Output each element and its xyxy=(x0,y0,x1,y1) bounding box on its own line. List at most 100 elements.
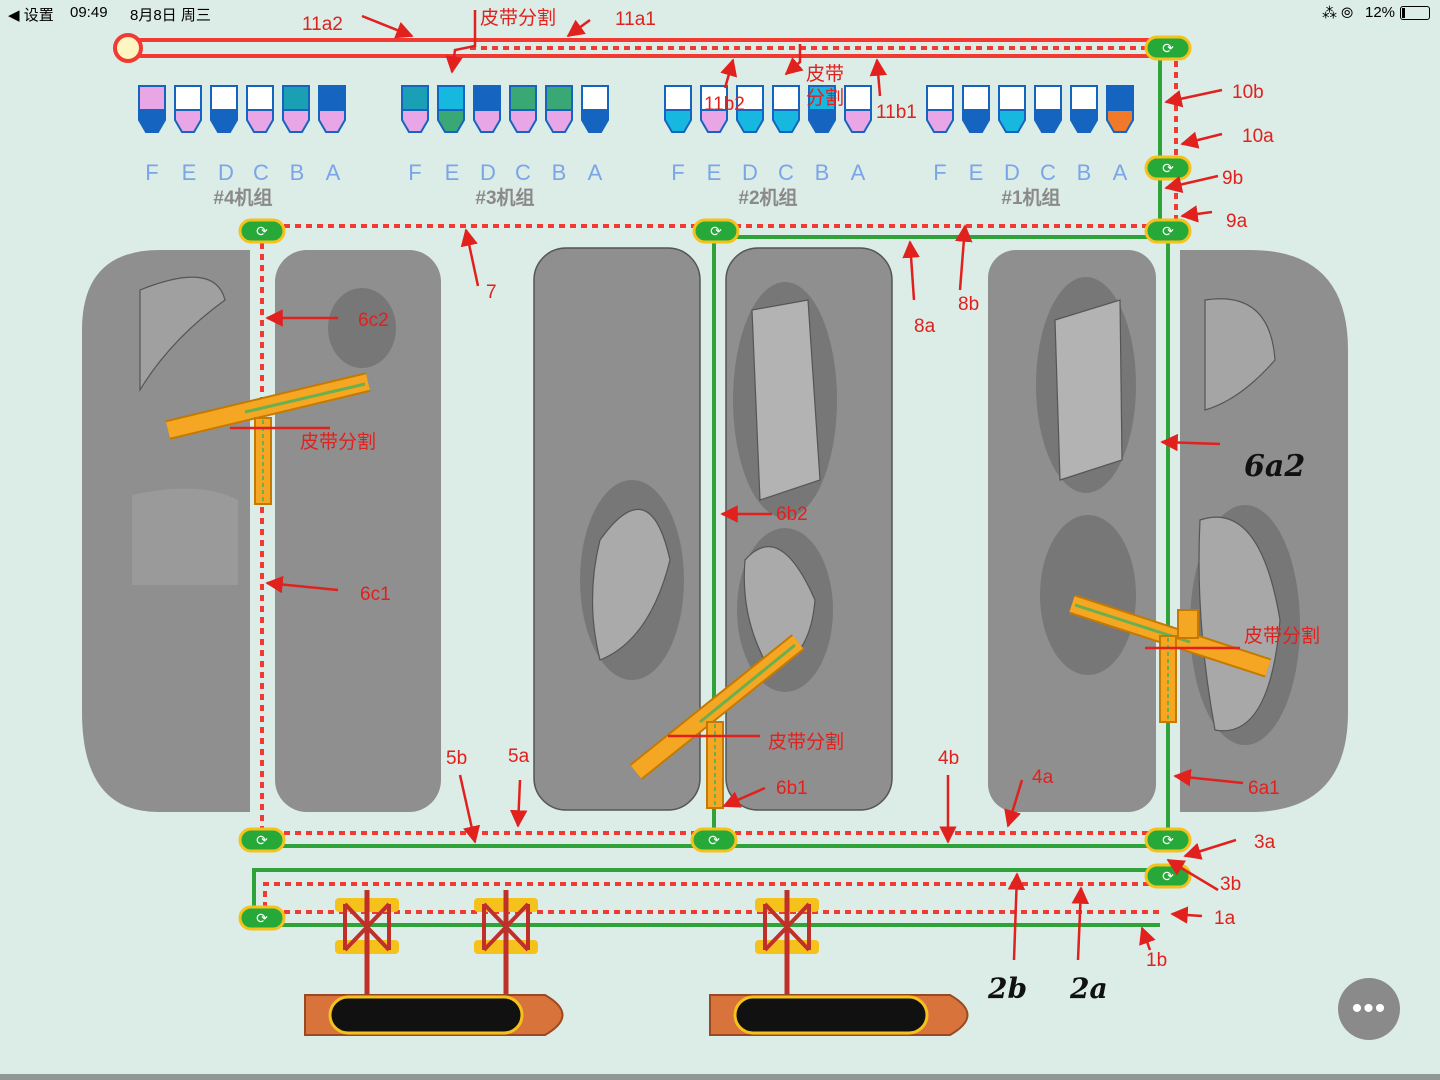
coal-pile xyxy=(328,288,396,368)
silo xyxy=(1106,85,1134,113)
label-8a: 8a xyxy=(914,316,936,337)
stacker-reclaimer-1[interactable] xyxy=(1068,594,1272,723)
coal-pile xyxy=(751,299,821,501)
silo xyxy=(844,85,872,113)
label-4b: 4b xyxy=(938,748,959,769)
silo-letter: E xyxy=(445,160,460,185)
label-belt-split-mid-1: 皮带 xyxy=(806,63,844,85)
coal-pile xyxy=(1054,299,1123,481)
silo xyxy=(174,109,202,133)
silo xyxy=(545,109,573,133)
transfer-node[interactable] xyxy=(238,827,286,853)
silo-letter: F xyxy=(408,160,421,185)
ship-loader[interactable] xyxy=(755,890,819,1000)
silo xyxy=(282,109,310,133)
coal-pile xyxy=(591,508,671,661)
label-6c2: 6c2 xyxy=(358,310,389,331)
silo xyxy=(437,85,465,113)
more-icon[interactable]: ••• xyxy=(1338,978,1400,1040)
silo-letter: B xyxy=(815,160,830,185)
conveyor-start-node xyxy=(113,33,143,63)
label-1b: 1b xyxy=(1146,950,1167,971)
refresh-icon: ⟳ xyxy=(1162,160,1174,176)
silo xyxy=(1034,109,1062,133)
silo xyxy=(210,109,238,133)
refresh-icon: ⟳ xyxy=(256,910,268,926)
coal-pile xyxy=(1040,515,1136,675)
refresh-icon: ⟳ xyxy=(710,223,722,239)
silo-letter: C xyxy=(778,160,794,185)
silo-letter: E xyxy=(969,160,984,185)
label-6c1: 6c1 xyxy=(360,584,391,605)
unit-group-title: #3机组 xyxy=(475,186,534,209)
label-11b1: 11b1 xyxy=(876,102,917,123)
label-belt-split-right: 皮带分割 xyxy=(1244,625,1320,647)
silo xyxy=(401,85,429,113)
silo xyxy=(700,109,728,133)
silo xyxy=(174,85,202,113)
transfer-node[interactable] xyxy=(238,905,286,931)
silo xyxy=(473,85,501,113)
silo-letter: D xyxy=(1004,160,1020,185)
refresh-icon: ⟳ xyxy=(1162,40,1174,56)
silo-letter: A xyxy=(851,160,866,185)
label-11a1: 11a1 xyxy=(615,9,656,30)
unit-group-3: F E D C B A #3机组 xyxy=(408,160,602,209)
silo xyxy=(844,109,872,133)
silo-rows xyxy=(138,85,1134,133)
silo xyxy=(962,109,990,133)
handwritten-labels: 6a2 2b 2a xyxy=(987,449,1305,1005)
silo-letter: B xyxy=(290,160,305,185)
label-5b: 5b xyxy=(446,748,467,769)
transfer-node[interactable] xyxy=(238,218,286,244)
stacker-reclaimer-3[interactable] xyxy=(629,634,805,809)
label-6b1: 6b1 xyxy=(776,778,808,799)
silo xyxy=(437,109,465,133)
transfer-node[interactable] xyxy=(1144,827,1192,853)
silo xyxy=(1106,109,1134,133)
silo xyxy=(246,109,274,133)
label-10b: 10b xyxy=(1232,82,1264,103)
coal-pile xyxy=(1198,516,1281,732)
battery-icon xyxy=(1400,6,1430,20)
refresh-icon: ⟳ xyxy=(1162,832,1174,848)
silo xyxy=(282,85,310,113)
unit-group-title: #4机组 xyxy=(213,186,272,209)
coal-pile xyxy=(1204,298,1276,411)
silo-letter: F xyxy=(671,160,684,185)
handwritten-label-2b: 2b xyxy=(987,972,1027,1005)
transfer-node[interactable] xyxy=(690,827,738,853)
label-belt-split-mid-2: 分割 xyxy=(806,87,844,109)
annotation-arrows xyxy=(230,10,1244,961)
signal-icons: ⁂ ⦾ xyxy=(1322,5,1354,22)
label-9a: 9a xyxy=(1226,211,1248,232)
stacker-reclaimer-4[interactable] xyxy=(165,372,371,505)
label-4a: 4a xyxy=(1032,767,1054,788)
label-6b2: 6b2 xyxy=(776,504,808,525)
conveyor-2b xyxy=(252,868,1165,920)
transfer-node[interactable] xyxy=(1144,218,1192,244)
silo xyxy=(664,109,692,133)
silo xyxy=(772,85,800,113)
label-3a: 3a xyxy=(1254,832,1276,853)
ship-loader[interactable] xyxy=(474,890,538,1000)
coal-pile xyxy=(132,488,238,585)
silo xyxy=(1034,85,1062,113)
silo xyxy=(664,85,692,113)
refresh-icon: ⟳ xyxy=(1162,868,1174,884)
coal-piles xyxy=(132,276,1300,745)
silo-letter: E xyxy=(707,160,722,185)
label-8b: 8b xyxy=(958,294,979,315)
silo xyxy=(581,85,609,113)
transfer-node[interactable] xyxy=(692,218,740,244)
silo xyxy=(926,85,954,113)
annotation-labels: 11a2 11a1 皮带分割 11b2 皮带 分割 11b1 10b 10a 9… xyxy=(300,7,1320,971)
ship xyxy=(304,994,564,1036)
transfer-node[interactable] xyxy=(1144,35,1192,61)
silo xyxy=(138,109,166,133)
status-time: 09:49 xyxy=(70,4,108,21)
bottom-edge xyxy=(0,1074,1440,1080)
back-to-settings-button[interactable]: ◀ 设置 xyxy=(8,7,54,24)
label-7: 7 xyxy=(486,282,497,303)
